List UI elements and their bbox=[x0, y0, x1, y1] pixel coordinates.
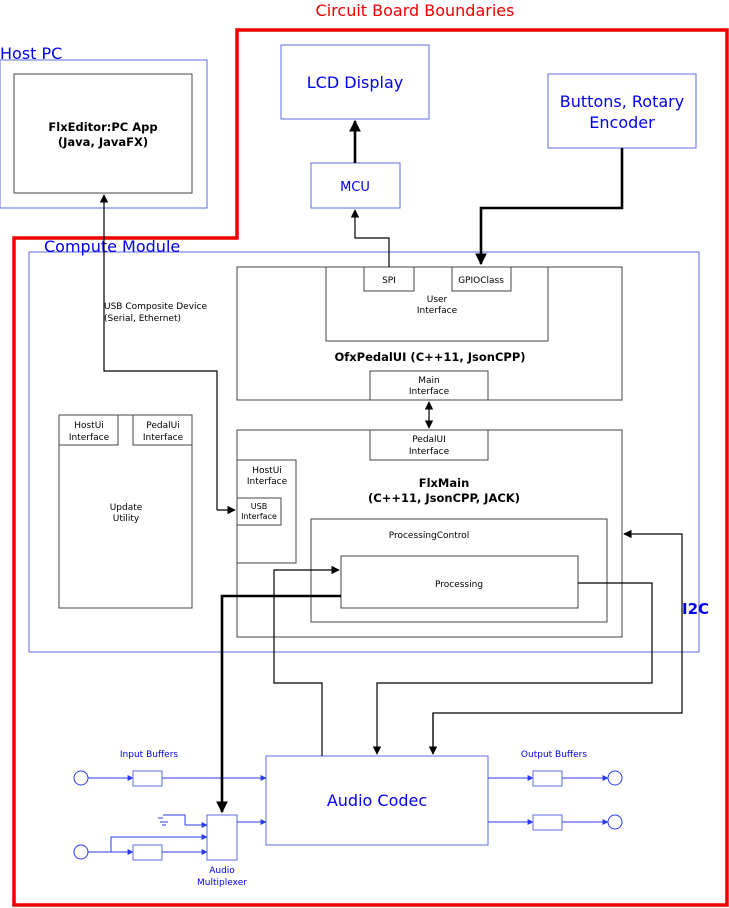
audio-multiplexer: Audio Multiplexer bbox=[197, 814, 247, 888]
circuit-board-boundary: Circuit Board Boundaries bbox=[12, 1, 729, 907]
buttons-rotary-encoder: Buttons, Rotary Encoder bbox=[547, 73, 697, 149]
lcd-display: LCD Display bbox=[280, 44, 430, 120]
usb-interface-line2: Interface bbox=[241, 512, 277, 521]
update-hostui-line2: Interface bbox=[69, 433, 110, 443]
usb-composite-label-line1: USB Composite Device bbox=[104, 302, 207, 312]
processing-label: Processing bbox=[435, 580, 483, 590]
usb-composite-label-line2: (Serial, Ethernet) bbox=[104, 314, 181, 324]
audio-codec: Audio Codec bbox=[265, 755, 489, 846]
update-pedalui-line1: PedalUi bbox=[146, 421, 179, 431]
i2c-label: I2C bbox=[682, 600, 709, 618]
ofx-pedal-ui-title: OfxPedalUI (C++11, JsonCPP) bbox=[334, 350, 525, 364]
gpio-label: GPIOClass bbox=[458, 276, 504, 286]
host-pc-title: Host PC bbox=[0, 44, 62, 63]
compute-module-title: Compute Module bbox=[44, 237, 180, 256]
update-hostui-line1: HostUi bbox=[74, 421, 104, 431]
output-path bbox=[488, 770, 623, 831]
mcu-label: MCU bbox=[340, 180, 370, 195]
output-buffers-label: Output Buffers bbox=[521, 750, 587, 760]
user-interface-line2: Interface bbox=[417, 306, 458, 316]
pedalui-interface-line2: Interface bbox=[409, 447, 450, 457]
hostui-interface-line1: HostUi bbox=[252, 466, 282, 476]
buttons-label-line1: Buttons, Rotary bbox=[560, 92, 684, 111]
flxmain: PedalUI Interface FlxMain (C++11, JsonCP… bbox=[236, 429, 623, 638]
processing-control-label: ProcessingControl bbox=[389, 531, 470, 541]
flxeditor-app-label: FlxEditor:PC App bbox=[48, 120, 157, 134]
flxmain-title-line1: FlxMain bbox=[419, 476, 470, 490]
lcd-display-label: LCD Display bbox=[307, 73, 403, 92]
pedalui-interface-line1: PedalUI bbox=[412, 435, 446, 445]
flxeditor-app-tech: (Java, JavaFX) bbox=[58, 135, 148, 149]
usb-interface-line1: USB bbox=[251, 502, 267, 511]
ofx-pedal-ui: User Interface SPI GPIOClass OfxPedalUI … bbox=[236, 266, 623, 401]
main-interface-line2: Interface bbox=[409, 387, 450, 397]
host-pc: Host PC FlxEditor:PC App (Java, JavaFX) bbox=[0, 44, 208, 209]
update-utility-line2: Utility bbox=[113, 514, 140, 524]
update-utility: HostUi Interface PedalUi Interface Updat… bbox=[58, 414, 193, 609]
audio-codec-label: Audio Codec bbox=[327, 791, 427, 810]
buttons-label-line2: Encoder bbox=[589, 113, 655, 132]
audio-mux-line2: Multiplexer bbox=[197, 878, 247, 888]
user-interface-line1: User bbox=[427, 295, 448, 305]
spi-label: SPI bbox=[382, 276, 396, 286]
hostui-interface-line2: Interface bbox=[247, 477, 288, 487]
input-buffers-label: Input Buffers bbox=[120, 750, 178, 760]
mcu: MCU bbox=[310, 162, 401, 209]
connections bbox=[99, 119, 683, 814]
flxmain-title-line2: (C++11, JsonCPP, JACK) bbox=[368, 491, 520, 505]
input-path bbox=[73, 770, 267, 861]
update-utility-line1: Update bbox=[110, 503, 143, 513]
audio-mux-line1: Audio bbox=[209, 866, 235, 876]
board-title: Circuit Board Boundaries bbox=[316, 1, 515, 20]
update-pedalui-line2: Interface bbox=[143, 433, 184, 443]
main-interface-line1: Main bbox=[418, 376, 440, 386]
